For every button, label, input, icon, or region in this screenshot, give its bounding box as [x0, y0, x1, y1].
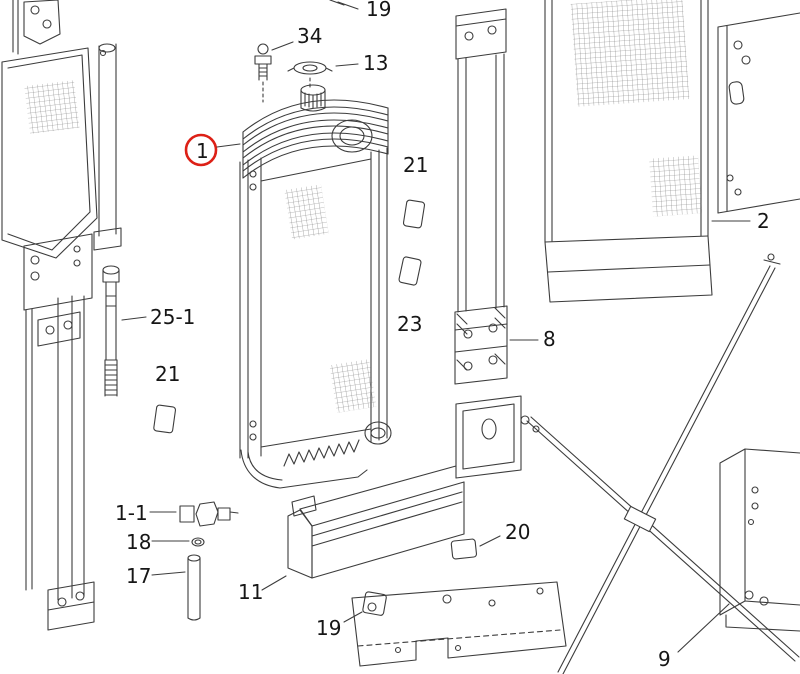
bottom-tray-11: [287, 395, 522, 579]
radiator-assembly: [239, 84, 392, 489]
side-panel-2: [544, 0, 713, 303]
callout-label-17: 17: [126, 564, 151, 588]
callout-label-18: 18: [126, 530, 151, 554]
callout-label-34: 34: [297, 24, 322, 48]
callout-8: 8: [509, 327, 556, 351]
callout-label-1: 1: [196, 139, 209, 163]
callout-18: 18: [126, 530, 190, 554]
callout-17: 17: [126, 564, 186, 588]
callout-label-25-1: 25-1: [150, 305, 195, 329]
callout-label-13: 13: [363, 51, 388, 75]
pad-20: [450, 538, 478, 560]
callout-20: 20: [479, 520, 530, 547]
callout-label-21-right: 21: [403, 153, 428, 177]
callout-25-1: 25-1: [121, 305, 195, 329]
drain-valve-1-1: [179, 501, 239, 527]
leader-19-bottom: [343, 611, 363, 623]
callout-label-21-left: 21: [155, 362, 180, 386]
callout-label-20: 20: [505, 520, 530, 544]
callout-13: 13: [335, 51, 388, 75]
pad-23: [398, 256, 422, 286]
rod-25-1: [102, 265, 120, 397]
leader-17: [151, 571, 186, 576]
callout-label-1-1: 1-1: [115, 501, 148, 525]
callout-label-23: 23: [397, 312, 422, 336]
callout-label-11: 11: [238, 580, 263, 604]
callout-1-1: 1-1: [115, 501, 177, 525]
pad-21-right: [402, 199, 426, 229]
callout-11: 11: [238, 575, 287, 604]
highlight-circle: [184, 133, 218, 167]
callout-19-bottom: 19: [316, 611, 363, 640]
channel-bracket-8: [454, 8, 508, 385]
leader-20: [479, 535, 501, 547]
callout-label-8: 8: [543, 327, 556, 351]
callout-9: 9: [658, 603, 730, 671]
callout-34: 34: [271, 24, 322, 51]
leader-9: [677, 603, 730, 653]
leader-25-1: [121, 316, 147, 321]
radiator-cap-13: [287, 61, 333, 91]
leader-13: [335, 63, 359, 67]
right-edge-panel: [717, 12, 800, 214]
callout-label-2: 2: [757, 209, 770, 233]
callout-label-9: 9: [658, 647, 671, 671]
stay-rods-9: [520, 253, 800, 674]
valve-34: [254, 43, 272, 103]
washer-18: [191, 537, 205, 547]
callout-label-19-bottom: 19: [316, 616, 341, 640]
corner-bracket: [12, 0, 61, 55]
right-bottom-box: [719, 448, 800, 632]
callout-2: 2: [711, 209, 770, 233]
callout-19-top: 19: [329, 0, 391, 21]
gas-strut: [93, 43, 122, 251]
leader-1: [216, 143, 241, 148]
leader-34: [271, 41, 294, 51]
bottom-plate: [351, 581, 567, 667]
left-mount-bracket: [23, 233, 95, 631]
tube-17: [187, 554, 201, 621]
left-side-panel: [1, 47, 98, 259]
callout-1-highlighted: 1: [184, 133, 241, 167]
pad-21-left: [153, 404, 177, 434]
leader-19-top: [337, 1, 359, 10]
leader-11: [261, 575, 287, 591]
callout-label-19-top: 19: [366, 0, 391, 21]
